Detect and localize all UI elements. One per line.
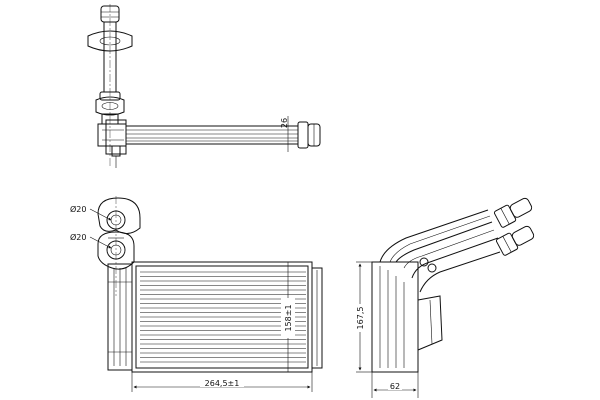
overall-height-label: 167,5 [356, 307, 365, 330]
pipe-lower-diameter-label: Ø20 [70, 232, 86, 242]
core-height-label: 158±1 [284, 304, 293, 331]
side-view [371, 197, 535, 373]
front-view [89, 196, 323, 373]
top-view [87, 4, 321, 168]
pipe-upper-diameter-label: Ø20 [70, 204, 86, 214]
core-fin-lines [140, 271, 306, 363]
depth-label: 62 [390, 382, 400, 391]
core-width-label: 264,5±1 [205, 379, 240, 388]
tube-diameter-label: 26 [280, 118, 289, 128]
